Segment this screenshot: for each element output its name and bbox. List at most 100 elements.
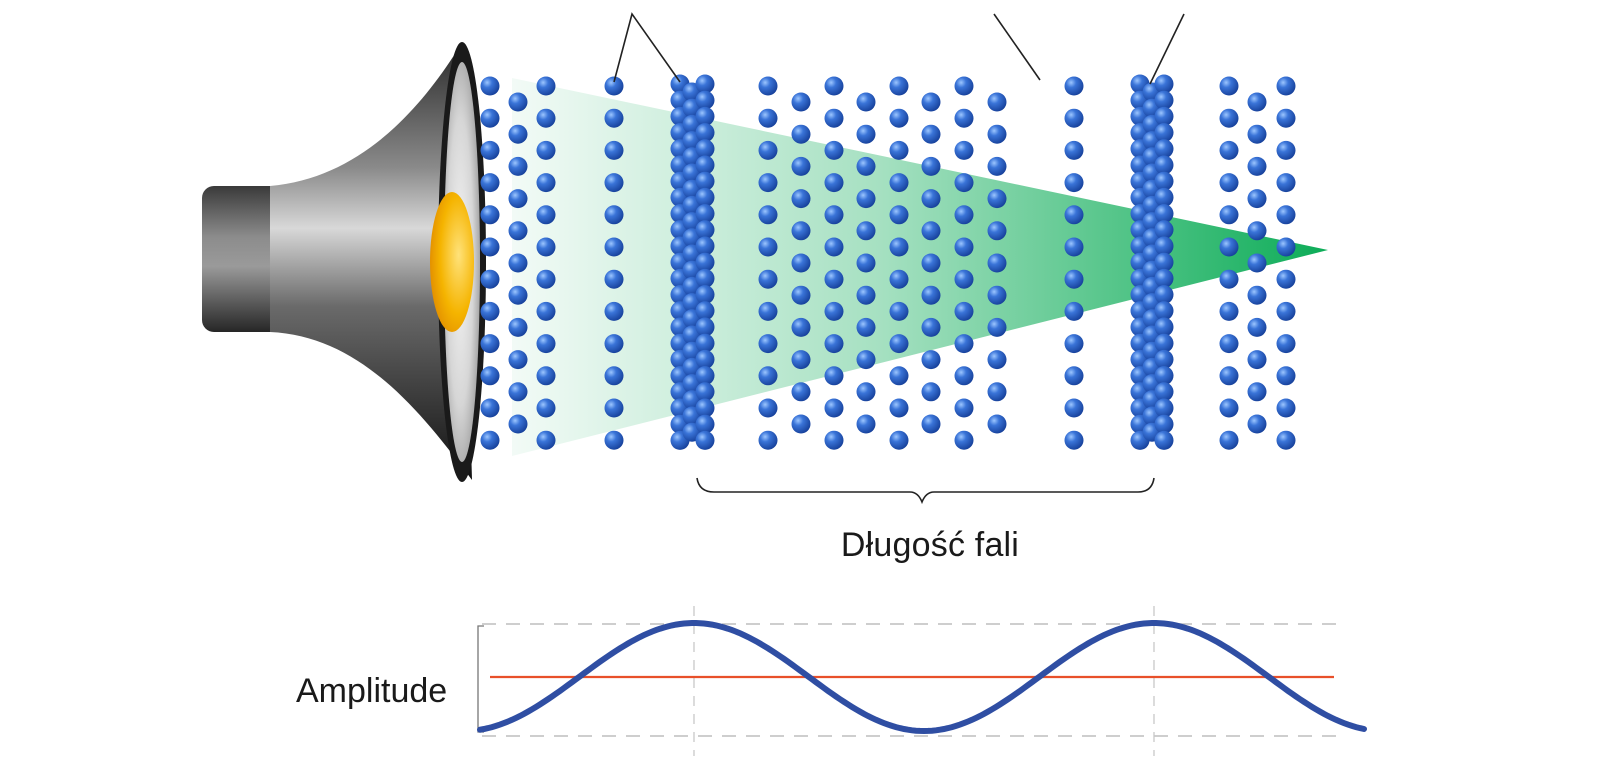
- air-particle: [695, 74, 715, 94]
- air-particle: [1154, 382, 1174, 402]
- air-particle: [695, 171, 715, 191]
- air-particle: [921, 189, 941, 209]
- air-particle: [1064, 140, 1084, 160]
- air-particle: [604, 334, 624, 354]
- air-particle: [889, 430, 909, 450]
- air-particle: [889, 301, 909, 321]
- air-particle: [791, 317, 811, 337]
- air-particle: [987, 350, 1007, 370]
- air-particle: [508, 253, 528, 273]
- air-particle: [954, 430, 974, 450]
- air-particle: [791, 350, 811, 370]
- wavelength-label: Długość fali: [840, 526, 1020, 564]
- air-particle: [536, 430, 556, 450]
- air-particle: [695, 317, 715, 337]
- air-particle: [604, 108, 624, 128]
- air-particle: [791, 124, 811, 144]
- air-particle: [695, 236, 715, 256]
- air-particle: [758, 76, 778, 96]
- compression-pointer-2: [1149, 13, 1185, 85]
- air-particle: [508, 414, 528, 434]
- air-particle: [1064, 173, 1084, 193]
- air-particle: [987, 92, 1007, 112]
- air-particle: [889, 366, 909, 386]
- air-particle: [758, 173, 778, 193]
- amplitude-label: Amplitude: [296, 672, 448, 710]
- air-particle: [856, 350, 876, 370]
- air-particle: [758, 108, 778, 128]
- air-particle: [695, 414, 715, 434]
- air-particle: [791, 414, 811, 434]
- air-particle: [1154, 317, 1174, 337]
- sound-beam: [512, 78, 1328, 456]
- air-particle: [1219, 108, 1239, 128]
- air-particle: [856, 317, 876, 337]
- air-particle: [1247, 92, 1267, 112]
- air-particle: [695, 366, 715, 386]
- air-particle: [1247, 124, 1267, 144]
- air-particle: [1154, 414, 1174, 434]
- air-particle: [536, 398, 556, 418]
- air-particle: [954, 301, 974, 321]
- air-particle: [1219, 366, 1239, 386]
- air-particle: [695, 90, 715, 110]
- air-particle: [695, 268, 715, 288]
- air-particle: [889, 140, 909, 160]
- air-particle: [889, 237, 909, 257]
- air-particle: [536, 76, 556, 96]
- air-particle: [758, 398, 778, 418]
- air-particle: [954, 108, 974, 128]
- air-particle: [480, 398, 500, 418]
- air-particle: [695, 333, 715, 353]
- air-particle: [1247, 317, 1267, 337]
- air-particle: [758, 366, 778, 386]
- air-particle: [536, 269, 556, 289]
- air-particle: [921, 156, 941, 176]
- air-particle: [604, 76, 624, 96]
- air-particle: [480, 301, 500, 321]
- air-particle: [791, 156, 811, 176]
- air-particle: [1276, 301, 1296, 321]
- air-particle: [508, 382, 528, 402]
- air-particle: [954, 334, 974, 354]
- air-particle: [536, 173, 556, 193]
- air-particle: [791, 382, 811, 402]
- air-particle: [508, 156, 528, 176]
- air-particle: [1276, 430, 1296, 450]
- speaker-icon: [202, 42, 486, 482]
- air-particle: [1154, 430, 1174, 450]
- air-particle: [824, 76, 844, 96]
- air-particle: [1064, 366, 1084, 386]
- air-particle: [1154, 252, 1174, 272]
- air-particle: [921, 221, 941, 241]
- air-particle: [824, 301, 844, 321]
- air-particle: [987, 221, 1007, 241]
- air-particle: [954, 205, 974, 225]
- air-particle: [480, 173, 500, 193]
- air-particle: [1154, 106, 1174, 126]
- air-particle: [1276, 140, 1296, 160]
- air-particle: [508, 221, 528, 241]
- air-particle: [1154, 333, 1174, 353]
- speaker-neck: [202, 186, 282, 332]
- air-particle: [1154, 301, 1174, 321]
- air-particle: [1247, 189, 1267, 209]
- air-particle: [1154, 123, 1174, 143]
- air-particle: [856, 382, 876, 402]
- air-particle: [1219, 398, 1239, 418]
- air-particle: [604, 398, 624, 418]
- air-particle: [856, 92, 876, 112]
- amplitude-wave: [477, 620, 1367, 735]
- air-particle: [824, 173, 844, 193]
- air-particle: [1219, 430, 1239, 450]
- air-particle: [536, 108, 556, 128]
- air-particle: [1154, 90, 1174, 110]
- air-particle: [695, 155, 715, 175]
- air-particle: [480, 269, 500, 289]
- air-particle: [695, 285, 715, 305]
- air-particle: [1064, 237, 1084, 257]
- air-particle: [824, 398, 844, 418]
- air-particle: [856, 124, 876, 144]
- air-particle: [1154, 220, 1174, 240]
- air-particle: [1064, 301, 1084, 321]
